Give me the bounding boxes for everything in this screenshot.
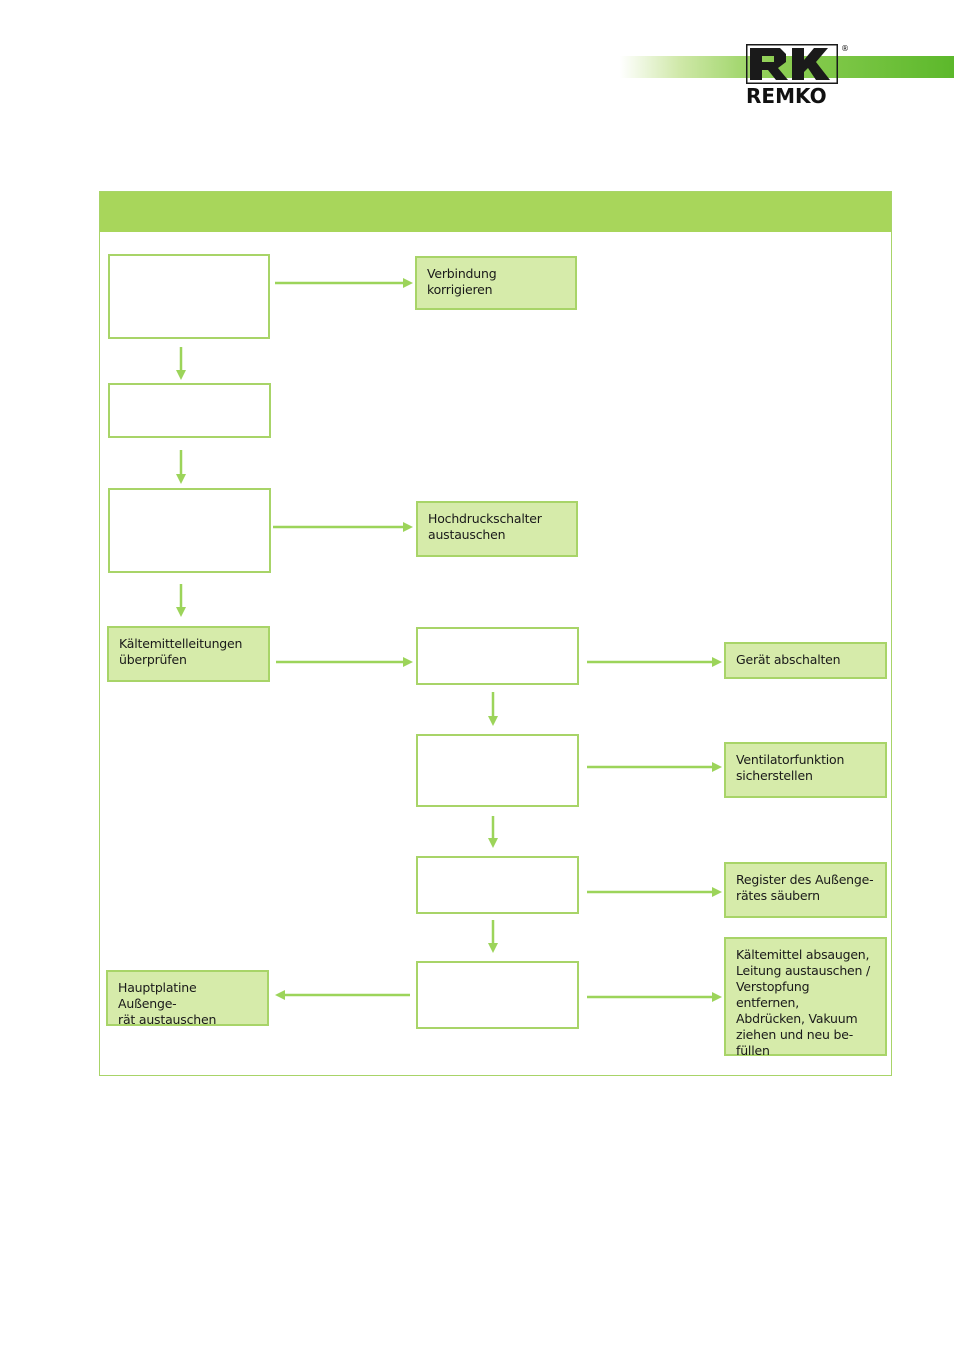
action-correct-connection-label: Verbindung korrigieren [427, 266, 497, 297]
action-correct-connection: Verbindung korrigieren [415, 256, 577, 310]
flowchart-header [100, 192, 891, 232]
brand-color-bar [620, 56, 954, 78]
check-node-7 [416, 961, 579, 1029]
action-clean-outdoor-register-label: Register des Außenge- rätes säubern [736, 872, 874, 903]
action-switch-off-device-label: Gerät abschalten [736, 652, 841, 667]
step-check-refrigerant-lines: Kältemittelleitungen überprüfen [107, 626, 270, 682]
action-refrigerant-service-label: Kältemittel absaugen, Leitung austausche… [736, 947, 871, 1058]
remko-logo-mark-icon [746, 44, 838, 84]
action-replace-main-board: Hauptplatine Außenge- rät austauschen [106, 970, 269, 1027]
check-node-5 [416, 734, 579, 807]
action-switch-off-device: Gerät abschalten [724, 642, 887, 679]
action-clean-outdoor-register: Register des Außenge- rätes säubern [724, 862, 887, 918]
action-ensure-fan-function-label: Ventilatorfunktion sicherstellen [736, 752, 845, 783]
action-replace-pressure-switch-label: Hochdruckschalter austauschen [428, 511, 542, 542]
check-node-2 [108, 383, 271, 438]
flowchart-frame [99, 191, 892, 1076]
check-node-3 [108, 488, 271, 573]
action-replace-main-board-label: Hauptplatine Außenge- rät austauschen [118, 980, 217, 1027]
registered-mark: ® [841, 44, 849, 53]
check-node-4 [416, 627, 579, 685]
check-node-1 [108, 254, 270, 339]
action-replace-pressure-switch: Hochdruckschalter austauschen [416, 501, 578, 557]
check-node-6 [416, 856, 579, 914]
logo-wordmark: REMKO [746, 84, 827, 108]
action-ensure-fan-function: Ventilatorfunktion sicherstellen [724, 742, 887, 798]
action-refrigerant-service: Kältemittel absaugen, Leitung austausche… [724, 937, 887, 1058]
step-check-refrigerant-lines-label: Kältemittelleitungen überprüfen [119, 636, 243, 667]
remko-logo: ® REMKO [742, 44, 849, 110]
